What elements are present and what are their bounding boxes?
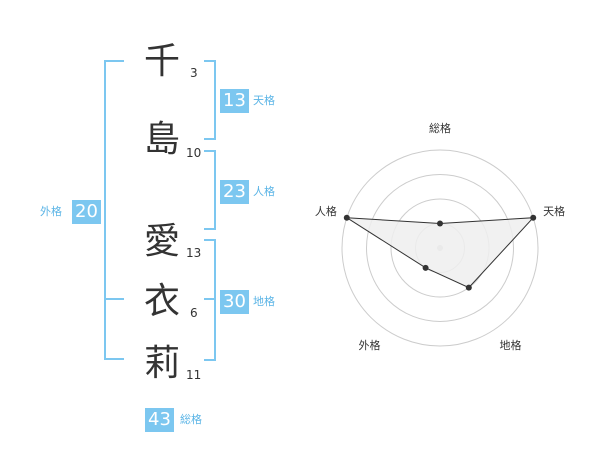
radar-point-2: [530, 214, 537, 221]
radar-grid-ring: [341, 149, 539, 347]
stroke-count-5: 11: [186, 368, 202, 382]
gaikaku-value-badge: 20: [72, 200, 101, 224]
radar-axis-label-5: 人格: [315, 204, 337, 218]
jinkaku-label: 人格: [253, 185, 275, 198]
radar-points: [343, 214, 537, 291]
tenkaku-label: 天格: [253, 94, 275, 107]
radar-data-area: [346, 217, 535, 289]
radar-axis-label-2: 天格: [543, 204, 565, 218]
radar-point-1: [437, 220, 443, 227]
name-char-4: 衣: [143, 281, 180, 322]
radar-point-4: [422, 264, 429, 271]
stroke-count-4: 6: [190, 306, 198, 320]
radar-point-5: [343, 214, 350, 221]
tenkaku-value-badge: 13: [220, 89, 249, 113]
chikaku-divider-tick: [204, 298, 216, 300]
jinkaku-value-badge: 23: [220, 180, 249, 204]
gaikaku-divider-tick: [104, 298, 124, 300]
jinkaku-bracket: [204, 150, 216, 230]
radar-grid-ring: [366, 174, 514, 322]
stroke-count-2: 10: [186, 146, 202, 160]
tenkaku-bracket: [204, 60, 216, 140]
gaikaku-label: 外格: [40, 205, 62, 218]
name-char-5: 莉: [143, 343, 180, 384]
stroke-count-3: 13: [186, 246, 202, 260]
name-char-2: 島: [143, 119, 180, 160]
soukaku-label: 総格: [180, 413, 202, 426]
name-char-1: 千: [143, 41, 180, 82]
radar-point-3: [465, 284, 472, 291]
chikaku-value-badge: 30: [220, 290, 249, 314]
stroke-count-1: 3: [190, 66, 198, 80]
radar-axis-label-3: 地格: [500, 338, 522, 352]
chikaku-label: 地格: [253, 295, 275, 308]
radar-axis-label-1: 総格: [429, 121, 451, 135]
name-char-3: 愛: [143, 221, 180, 262]
radar-axis-label-4: 外格: [358, 338, 380, 352]
gaikaku-bracket: [104, 60, 124, 360]
chikaku-bracket: [204, 239, 216, 361]
soukaku-value-badge: 43: [145, 408, 174, 432]
